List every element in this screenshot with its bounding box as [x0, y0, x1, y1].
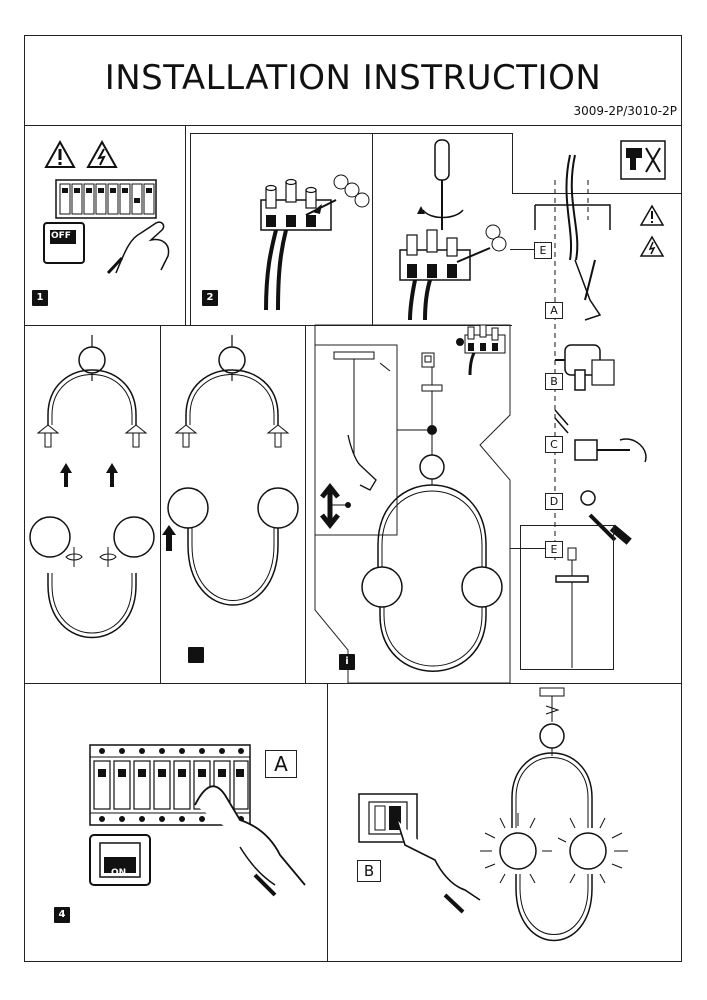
- part-label-B: B: [545, 373, 563, 390]
- off-switch-label: OFF: [51, 231, 71, 241]
- divider: [160, 325, 161, 683]
- divider: [24, 325, 512, 326]
- divider: [372, 133, 373, 325]
- on-switch-label: ON: [111, 868, 127, 878]
- step-number-1: 1: [32, 290, 48, 306]
- step-number-2: 2: [202, 290, 218, 306]
- step-number-info: i: [339, 654, 355, 670]
- warning-icon: [44, 139, 76, 168]
- screwdriver-icon: [588, 513, 632, 545]
- lit-lamp-illustration: [480, 687, 628, 942]
- wall-switch-illustration: [358, 793, 481, 914]
- connector-line: [510, 548, 545, 549]
- page-title: INSTALLATION INSTRUCTION: [104, 58, 602, 98]
- divider: [512, 193, 682, 194]
- breaker-panel-illustration: [43, 179, 170, 275]
- model-number: 3009-2P/3010-2P: [573, 104, 677, 118]
- page-frame: [24, 35, 682, 962]
- screwdriver-icon: [584, 259, 596, 301]
- mounting-sequence-illustration: [534, 154, 647, 560]
- screwdriver-icon: [399, 139, 507, 321]
- connector-line: [510, 249, 534, 250]
- ceiling-plate-illustration: [555, 547, 589, 668]
- warning-icon: [639, 204, 665, 226]
- divider: [327, 683, 328, 962]
- mounting-detail-box: [520, 525, 614, 670]
- part-label-E: E: [545, 541, 563, 558]
- divider: [185, 125, 186, 325]
- breaker-panel-on-illustration: [89, 744, 306, 897]
- hand-icon: [574, 259, 602, 321]
- hanging-lamp-illustration: [314, 324, 506, 672]
- lamp-assembly-illustration: [29, 335, 155, 639]
- hammer-icon: [574, 438, 647, 463]
- part-label-C: C: [545, 436, 563, 453]
- step-number-3: [188, 647, 204, 663]
- part-label-D: D: [545, 493, 563, 510]
- divider: [305, 325, 306, 683]
- part-label-A: A: [545, 302, 563, 319]
- drill-icon: [555, 344, 601, 391]
- divider: [24, 125, 682, 126]
- electric-hazard-icon: [86, 139, 118, 168]
- no-power-tools-icon: [620, 140, 666, 180]
- panel4-label-A: A: [265, 750, 297, 778]
- panel-i-outline: [314, 324, 511, 684]
- electric-hazard-icon: [639, 235, 665, 257]
- panel4-label-B: B: [357, 860, 381, 882]
- divider: [512, 133, 513, 193]
- divider: [190, 133, 512, 134]
- step-number-4: 4: [54, 907, 70, 923]
- terminal-block-illustration: [260, 174, 370, 311]
- lamp-assembled-illustration: [162, 335, 299, 606]
- divider: [190, 133, 191, 325]
- part-label-E: E: [534, 242, 552, 259]
